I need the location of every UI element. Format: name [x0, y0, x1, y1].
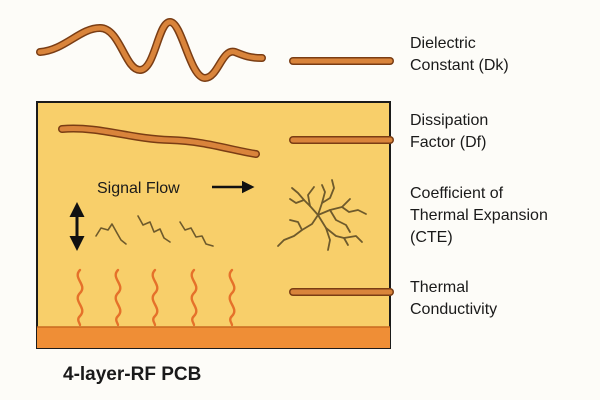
- property-line: Constant (Dk): [410, 57, 509, 74]
- property-label-thermal-conductivity: Thermal Conductivity: [410, 277, 595, 321]
- property-line: Conductivity: [410, 301, 498, 318]
- crack-icon: [277, 179, 367, 251]
- heat-wave-icon: [76, 268, 236, 327]
- property-line: Thermal: [410, 279, 469, 296]
- board-label: 4-layer-RF PCB: [63, 364, 202, 385]
- property-label-dielectric-constant: Dielectric Constant (Dk): [410, 33, 595, 77]
- property-line: Factor (Df): [410, 134, 487, 151]
- property-label-dissipation-factor: Dissipation Factor (Df): [410, 110, 595, 154]
- property-line: Dielectric: [410, 35, 476, 52]
- property-line: Thermal Expansion: [410, 207, 548, 224]
- property-line: Coefficient of: [410, 185, 504, 202]
- wavy-trace-icon: [58, 124, 260, 158]
- wave-icon: [36, 17, 266, 83]
- property-label-cte: Coefficient of Thermal Expansion (CTE): [410, 183, 595, 249]
- property-line: (CTE): [410, 229, 453, 246]
- signal-flow-label: Signal Flow: [97, 180, 180, 197]
- property-line: Dissipation: [410, 112, 489, 129]
- copper-ground-layer: [37, 327, 390, 348]
- micro-crack-icon: [95, 215, 214, 247]
